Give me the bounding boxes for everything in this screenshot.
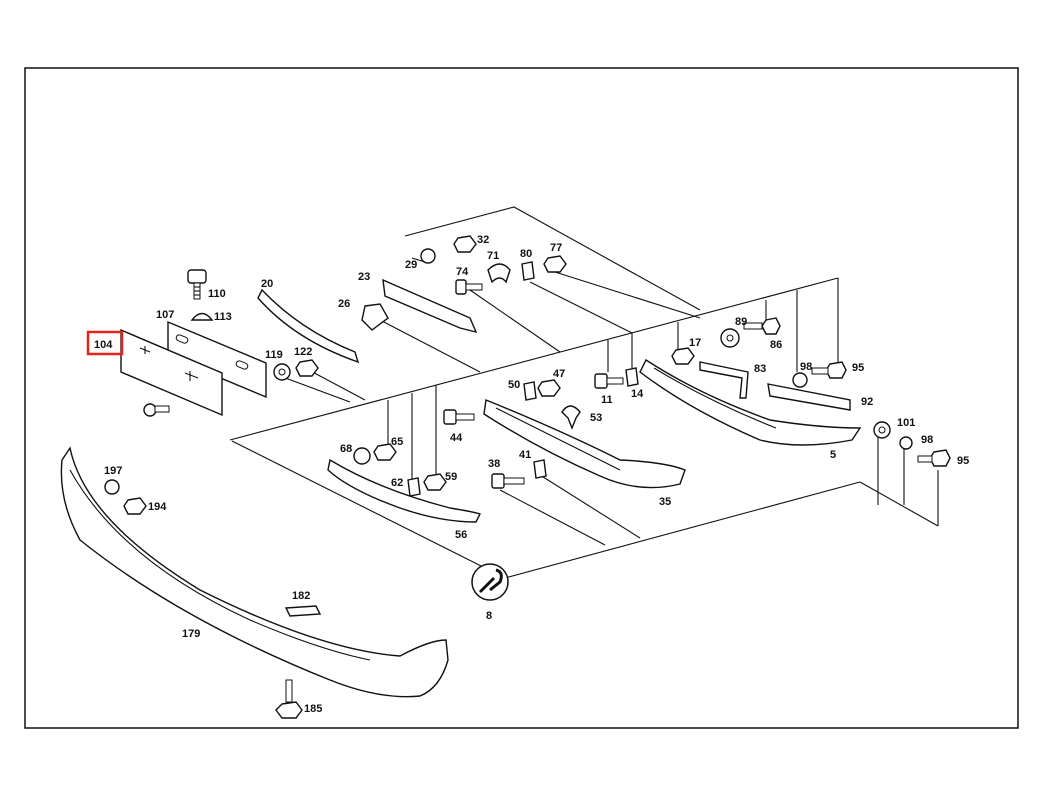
clip-80 <box>521 261 535 281</box>
label-98[interactable]: 98 <box>800 361 812 373</box>
bolt-38 <box>491 473 525 489</box>
highlight-box <box>86 330 124 356</box>
clip-113 <box>190 312 214 321</box>
label-89[interactable]: 89 <box>735 316 747 328</box>
nut-59 <box>423 473 447 491</box>
bolt-74 <box>455 279 483 295</box>
washer-98 <box>792 372 808 388</box>
label-194[interactable]: 194 <box>148 501 167 513</box>
license-plate-104 <box>120 328 223 417</box>
label-86[interactable]: 86 <box>770 339 782 351</box>
push-clip-53 <box>561 405 581 430</box>
bolt-110 <box>187 269 207 300</box>
label-71[interactable]: 71 <box>487 250 499 262</box>
label-98b[interactable]: 98 <box>921 434 933 446</box>
rail-5 <box>639 358 862 446</box>
label-68[interactable]: 68 <box>340 443 352 455</box>
label-74[interactable]: 74 <box>456 266 469 278</box>
nut-194 <box>123 497 147 515</box>
nut-77 <box>543 255 567 273</box>
label-26[interactable]: 26 <box>338 298 350 310</box>
label-53[interactable]: 53 <box>590 412 602 424</box>
label-80[interactable]: 80 <box>520 248 532 260</box>
label-101[interactable]: 101 <box>897 417 915 429</box>
bolt-11 <box>594 373 624 389</box>
label-182[interactable]: 182 <box>292 590 310 602</box>
label-92[interactable]: 92 <box>861 396 873 408</box>
label-95[interactable]: 95 <box>852 362 864 374</box>
label-38[interactable]: 38 <box>488 458 500 470</box>
label-62[interactable]: 62 <box>391 477 403 489</box>
label-35[interactable]: 35 <box>659 496 671 508</box>
label-179[interactable]: 179 <box>182 628 200 640</box>
bolt-86 <box>743 317 781 335</box>
label-14[interactable]: 14 <box>631 388 644 400</box>
label-17[interactable]: 17 <box>689 337 701 349</box>
label-41[interactable]: 41 <box>519 449 531 461</box>
moulding-35 <box>483 399 686 489</box>
clip-50 <box>523 381 537 401</box>
label-44[interactable]: 44 <box>450 432 463 444</box>
clip-26 <box>361 303 389 331</box>
label-65[interactable]: 65 <box>391 436 403 448</box>
nut-65 <box>373 443 397 461</box>
label-32[interactable]: 32 <box>477 234 489 246</box>
screw-185 <box>275 679 303 719</box>
clip-182 <box>284 605 322 617</box>
label-83[interactable]: 83 <box>754 363 766 375</box>
clip-41 <box>533 459 547 479</box>
bolt-95 <box>811 361 847 379</box>
clip-62 <box>407 477 421 497</box>
clip-14 <box>625 367 639 387</box>
label-56[interactable]: 56 <box>455 529 467 541</box>
license-bracket-107 <box>167 320 267 399</box>
nut-122 <box>295 359 319 377</box>
label-50[interactable]: 50 <box>508 379 520 391</box>
grommet-197 <box>104 479 120 495</box>
label-104[interactable]: 104 <box>94 339 113 351</box>
bracket-83 <box>699 361 749 399</box>
washer-68 <box>353 447 371 465</box>
diagram-frame <box>24 67 1019 729</box>
nut-32 <box>453 235 477 253</box>
label-77[interactable]: 77 <box>550 242 562 254</box>
wrench-icon <box>471 563 509 601</box>
label-20[interactable]: 20 <box>261 278 273 290</box>
bracket-92 <box>767 383 851 411</box>
label-29[interactable]: 29 <box>405 259 417 271</box>
bracket-23 <box>382 278 478 334</box>
bolt-44 <box>443 409 475 425</box>
label-122[interactable]: 122 <box>294 346 312 358</box>
clip-71 <box>487 263 511 284</box>
strip-20 <box>257 288 360 364</box>
label-119[interactable]: 119 <box>265 349 283 361</box>
label-197[interactable]: 197 <box>104 465 122 477</box>
assembly-lines <box>229 206 939 579</box>
washer-29 <box>420 248 436 264</box>
parts <box>60 235 951 719</box>
label-107[interactable]: 107 <box>156 309 174 321</box>
label-110[interactable]: 110 <box>208 288 226 300</box>
label-8[interactable]: 8 <box>486 610 492 622</box>
nut-17 <box>671 347 695 365</box>
label-185[interactable]: 185 <box>304 703 322 715</box>
label-113[interactable]: 113 <box>214 311 232 323</box>
bolt-95b <box>917 449 951 467</box>
label-11[interactable]: 11 <box>601 394 613 406</box>
label-95b[interactable]: 95 <box>957 455 969 467</box>
label-23[interactable]: 23 <box>358 271 370 283</box>
washer-98b <box>899 436 913 450</box>
moulding-56 <box>327 458 481 523</box>
nut-47 <box>537 379 561 397</box>
label-5[interactable]: 5 <box>830 449 836 461</box>
labels: 104 110 113 107 20 119 122 23 26 29 32 7… <box>94 234 969 715</box>
label-47[interactable]: 47 <box>553 368 565 380</box>
spoiler-179 <box>60 446 449 698</box>
label-59[interactable]: 59 <box>445 471 457 483</box>
screw-104 <box>143 403 170 417</box>
